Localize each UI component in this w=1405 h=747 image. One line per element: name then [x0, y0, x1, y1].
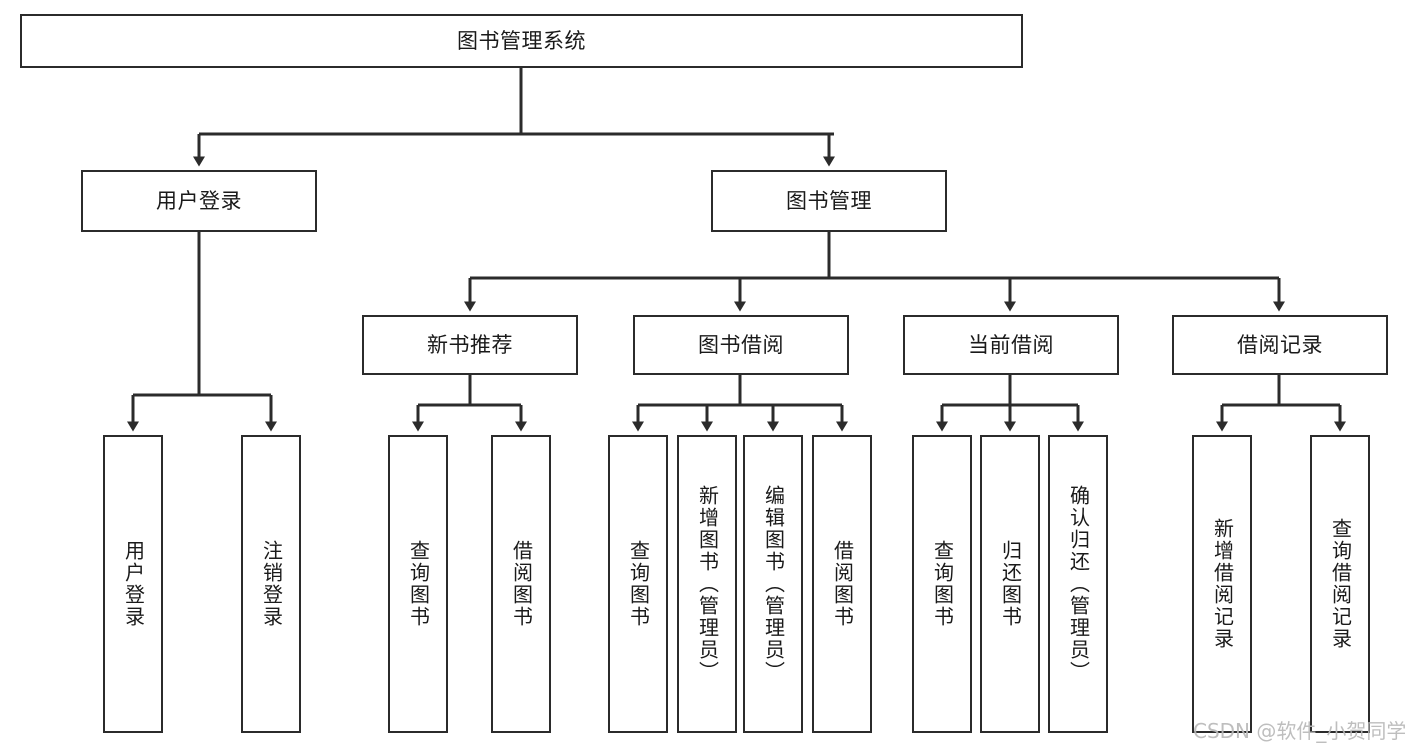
leaf-user-login-logout[interactable]: 注销登录	[241, 435, 301, 733]
leaf-records-query-record[interactable]: 查询借阅记录	[1310, 435, 1370, 733]
leaf-label-borrow-add-book: 新增图书（管理员）	[695, 485, 720, 683]
connector-group-book-borrow	[632, 375, 848, 432]
node-root-system[interactable]: 图书管理系统	[20, 14, 1023, 68]
leaf-new-book-query[interactable]: 查询图书	[388, 435, 448, 733]
leaf-current-return-book[interactable]: 归还图书	[980, 435, 1040, 733]
leaf-label-borrow-edit-book: 编辑图书（管理员）	[761, 485, 786, 683]
connector-group-book-manage	[464, 232, 1285, 312]
node-book-management[interactable]: 图书管理	[711, 170, 947, 232]
node-label-book-borrow: 图书借阅	[698, 332, 784, 357]
node-user-login[interactable]: 用户登录	[81, 170, 317, 232]
node-book-borrow[interactable]: 图书借阅	[633, 315, 849, 375]
leaf-borrow-edit-book[interactable]: 编辑图书（管理员）	[743, 435, 803, 733]
connector-group-root	[193, 68, 835, 167]
connector-group-borrow-records	[1216, 375, 1346, 432]
csdn-watermark: CSDN @软件_小贺同学	[1193, 719, 1405, 743]
node-label-root: 图书管理系统	[457, 28, 586, 53]
leaf-borrow-query-book[interactable]: 查询图书	[608, 435, 668, 733]
leaf-current-confirm-return[interactable]: 确认归还（管理员）	[1048, 435, 1108, 733]
node-label-user-login: 用户登录	[156, 188, 242, 213]
leaf-label-user-login-login: 用户登录	[121, 540, 146, 628]
leaf-label-current-return-book: 归还图书	[998, 540, 1023, 628]
leaf-current-query-book[interactable]: 查询图书	[912, 435, 972, 733]
node-label-borrow-records: 借阅记录	[1237, 332, 1323, 357]
leaf-label-current-query-book: 查询图书	[930, 540, 955, 628]
connector-group-new-book	[412, 375, 527, 432]
node-label-book-management: 图书管理	[786, 188, 872, 213]
node-label-new-book-recommend: 新书推荐	[427, 332, 513, 357]
node-current-borrow[interactable]: 当前借阅	[903, 315, 1119, 375]
leaf-label-records-add-record: 新增借阅记录	[1210, 518, 1235, 650]
node-new-book-recommend[interactable]: 新书推荐	[362, 315, 578, 375]
connector-group-user-login	[127, 232, 277, 432]
leaf-label-user-login-logout: 注销登录	[259, 540, 284, 628]
leaf-user-login-login[interactable]: 用户登录	[103, 435, 163, 733]
leaf-borrow-add-book[interactable]: 新增图书（管理员）	[677, 435, 737, 733]
leaf-label-borrow-borrow-book: 借阅图书	[830, 540, 855, 628]
leaf-borrow-borrow-book[interactable]: 借阅图书	[812, 435, 872, 733]
leaf-label-borrow-query-book: 查询图书	[626, 540, 651, 628]
leaf-label-current-confirm-return: 确认归还（管理员）	[1066, 485, 1091, 683]
leaf-label-new-book-borrow: 借阅图书	[509, 540, 534, 628]
node-borrow-records[interactable]: 借阅记录	[1172, 315, 1388, 375]
leaf-label-records-query-record: 查询借阅记录	[1328, 518, 1353, 650]
leaf-new-book-borrow[interactable]: 借阅图书	[491, 435, 551, 733]
node-label-current-borrow: 当前借阅	[968, 332, 1054, 357]
leaf-records-add-record[interactable]: 新增借阅记录	[1192, 435, 1252, 733]
connector-group-current-borrow	[936, 375, 1084, 432]
leaf-label-new-book-query: 查询图书	[406, 540, 431, 628]
